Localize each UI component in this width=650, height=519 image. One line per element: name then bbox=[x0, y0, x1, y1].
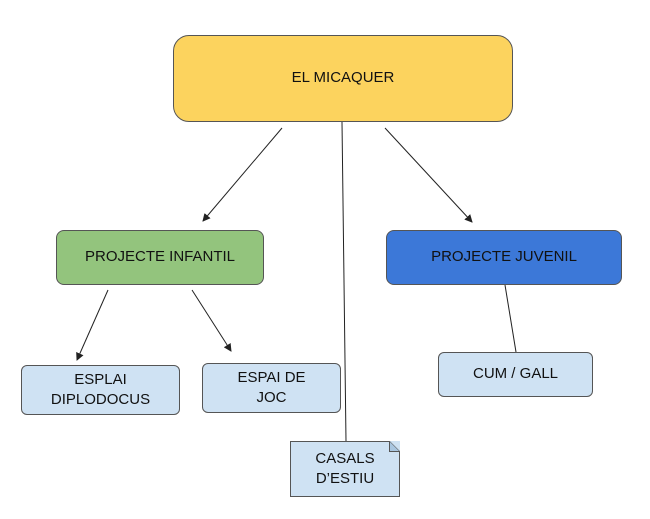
root-label: EL MICAQUER bbox=[291, 69, 395, 87]
esplai-diplodocus-node: ESPLAI DIPLODOCUS bbox=[21, 365, 180, 415]
esplai-diplodocus-line2: DIPLODOCUS bbox=[50, 391, 151, 408]
cum-gall-label: CUM / GALL bbox=[472, 365, 559, 383]
cum-gall-node: CUM / GALL bbox=[438, 352, 593, 397]
projecte-infantil-label: PROJECTE INFANTIL bbox=[84, 248, 236, 266]
esplai-diplodocus-line1: ESPLAI bbox=[74, 370, 127, 388]
edge-root-to-juvenil bbox=[384, 127, 473, 223]
root-node: EL MICAQUER bbox=[173, 35, 513, 122]
espai-de-joc-node: ESPAI DE JOC bbox=[202, 363, 341, 413]
casals-estiu-node: CASALS D’ESTIU bbox=[290, 441, 400, 497]
casals-estiu-line1: CASALS bbox=[315, 449, 375, 467]
edge-infantil-to-joc bbox=[191, 289, 232, 352]
edge-root-to-infantil bbox=[202, 127, 283, 222]
note-shape bbox=[290, 441, 400, 497]
projecte-juvenil-node: PROJECTE JUVENIL bbox=[386, 230, 622, 285]
edge-root-to-casals bbox=[341, 121, 347, 442]
edge-infantil-to-diplodocus bbox=[76, 289, 109, 361]
projecte-infantil-node: PROJECTE INFANTIL bbox=[56, 230, 264, 285]
casals-estiu-line2: D’ESTIU bbox=[315, 470, 375, 487]
edge-juvenil-to-cum bbox=[504, 284, 517, 353]
espai-de-joc-line2: JOC bbox=[256, 389, 287, 406]
projecte-juvenil-label: PROJECTE JUVENIL bbox=[431, 248, 577, 266]
espai-de-joc-line1: ESPAI DE bbox=[237, 368, 306, 386]
